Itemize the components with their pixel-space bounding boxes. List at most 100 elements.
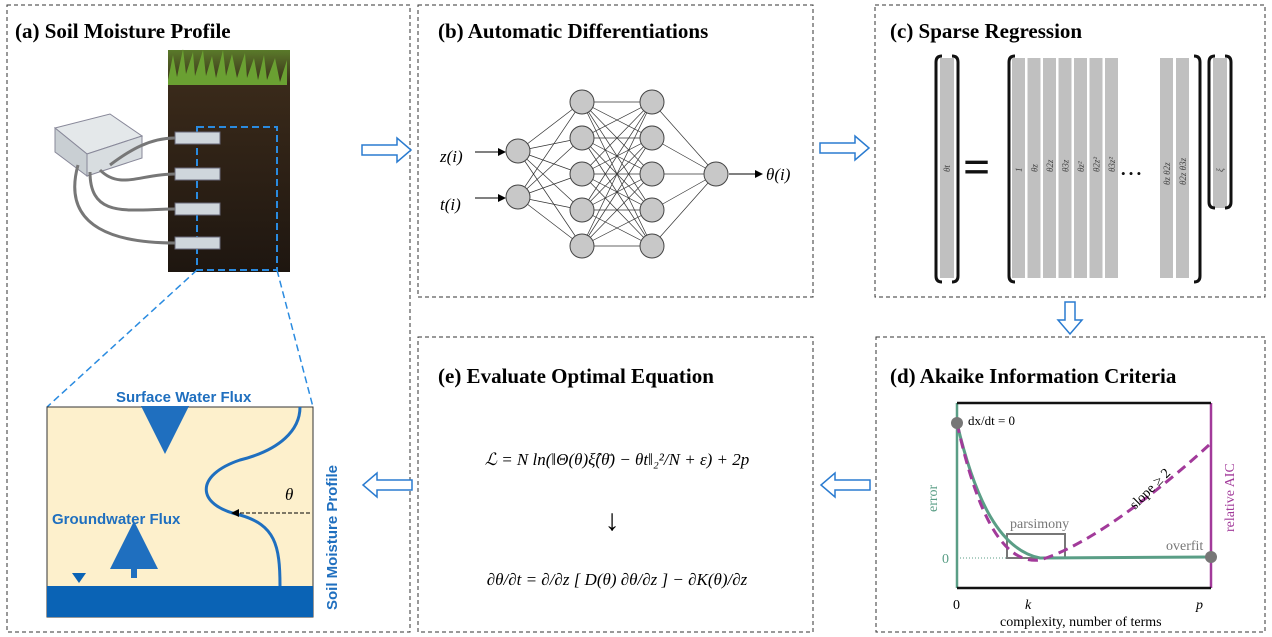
arrow-c-to-d [1056, 301, 1084, 336]
x-axis-label: complexity, number of terms [1000, 615, 1162, 630]
library-column-label: θz θ2z [1162, 162, 1172, 185]
nn-edge [517, 101, 583, 152]
equals-sign: = [963, 141, 990, 194]
groundwater-flux-label: Groundwater Flux [52, 511, 181, 528]
nn-node [639, 197, 665, 223]
nn-edge [581, 173, 653, 247]
zoom-line-left [46, 269, 198, 408]
library-column-label: θ2z² [1092, 157, 1102, 172]
input-z-label: z(i) [439, 147, 463, 166]
data-logger-icon [53, 113, 176, 245]
nn-node [569, 125, 595, 151]
nn-edge [517, 150, 583, 247]
arrow-e-to-a [361, 471, 413, 499]
aic-axis-label: relative AIC [1223, 463, 1238, 532]
library-column [1058, 58, 1072, 278]
nn-node [505, 184, 531, 210]
soil-schematic [46, 406, 314, 618]
error-curve [955, 422, 1212, 560]
nn-edge [581, 101, 653, 139]
nn-node [639, 161, 665, 187]
nn-edge [517, 101, 583, 198]
library-column [1160, 58, 1173, 278]
panel-b-title: (b) Automatic Differentiations [438, 19, 708, 43]
moisture-profile-curve [204, 406, 302, 587]
arrow-a-to-b [361, 136, 413, 164]
library-column [1176, 58, 1189, 278]
nn-node [703, 161, 729, 187]
theta-label: θ [285, 485, 293, 504]
library-column-label: θz² [1076, 161, 1086, 172]
library-column [1105, 58, 1118, 278]
library-column [1089, 58, 1103, 278]
panel-e-frame [417, 336, 814, 633]
nn-edge [581, 209, 653, 247]
nn-edge [517, 137, 583, 198]
output-theta-label: θ(i) [766, 165, 791, 184]
input-t-label: t(i) [440, 195, 461, 214]
parsimony-label: parsimony [1010, 517, 1069, 532]
nn-node [569, 197, 595, 223]
flow-arrows [361, 134, 1084, 499]
nn-edge [651, 173, 717, 247]
panel-e-title: (e) Evaluate Optimal Equation [438, 364, 714, 388]
x-tick-0: 0 [953, 598, 960, 613]
theta-t-label: θt [942, 165, 952, 172]
arrow-b-to-c [819, 134, 871, 162]
x-tick-k: k [1025, 598, 1032, 613]
nn-edge [581, 137, 653, 247]
panel-d-title: (d) Akaike Information Criteria [890, 364, 1177, 388]
nn-edge [651, 101, 717, 175]
arrow-d-to-e [819, 471, 871, 499]
library-column [1027, 58, 1041, 278]
nn-node [569, 89, 595, 115]
library-columns: 1 θz θ2z θ3z θz² θ2z² θ3z² θz θ2z θ2z θ3z [1012, 58, 1189, 278]
error-axis-label: error [926, 484, 941, 512]
zoom-line-right [276, 269, 314, 408]
dxdt-annotation: dx/dt = 0 [968, 413, 1015, 428]
surface-flux-label: Surface Water Flux [116, 389, 252, 406]
overfit-label: overfit [1166, 539, 1203, 554]
panel-a-title: (a) Soil Moisture Profile [15, 19, 231, 43]
down-arrow: ↓ [605, 504, 620, 537]
library-column-label: 1 [1014, 168, 1024, 173]
panel-b-frame [417, 4, 814, 298]
library-column-label: θz [1030, 164, 1040, 172]
nn-edge [517, 150, 583, 211]
panel-d-frame [875, 336, 1266, 633]
nn-node [505, 138, 531, 164]
library-column [1074, 58, 1087, 278]
loss-equation: ℒ = N ln(‖Θ(θ)ξ̂(θ̄) − θt‖₂²/N + ε) + 2p [485, 450, 750, 469]
sparse-regression-matrix: θt ξ [934, 54, 1233, 284]
library-column-label: θ2z θ3z [1178, 157, 1188, 185]
x-tick-p: p [1195, 598, 1203, 613]
profile-label: Soil Moisture Profile [324, 465, 341, 610]
library-column [1012, 58, 1025, 278]
aic-curve [955, 422, 1211, 562]
panel-c-title: (c) Sparse Regression [890, 19, 1082, 43]
ellipsis: • • • [1121, 166, 1141, 181]
aic-plot [951, 401, 1217, 590]
neural-network [505, 89, 729, 259]
panel-a-frame [6, 4, 411, 633]
nn-edge [581, 101, 653, 247]
zero-label: 0 [942, 552, 949, 567]
soil-photo [168, 49, 290, 272]
library-column-label: θ3z² [1107, 157, 1117, 172]
nn-edge [581, 101, 653, 211]
nn-node [639, 125, 665, 151]
nn-node [639, 89, 665, 115]
library-column-label: θ3z [1061, 159, 1071, 172]
slope-annotation: slope ≥ 2 [1127, 466, 1174, 513]
pde-equation: ∂θ/∂t = ∂/∂z [ D(θ) ∂θ/∂z ] − ∂K(θ)/∂z [487, 570, 748, 589]
nn-node [569, 161, 595, 187]
water-table-icon [72, 573, 86, 583]
library-column-label: θ2z [1045, 159, 1055, 172]
nn-edge [581, 101, 653, 175]
nn-edge [517, 196, 583, 247]
xi-label: ξ [1215, 168, 1225, 172]
library-column [1043, 58, 1056, 278]
nn-node [639, 233, 665, 259]
nn-node [569, 233, 595, 259]
